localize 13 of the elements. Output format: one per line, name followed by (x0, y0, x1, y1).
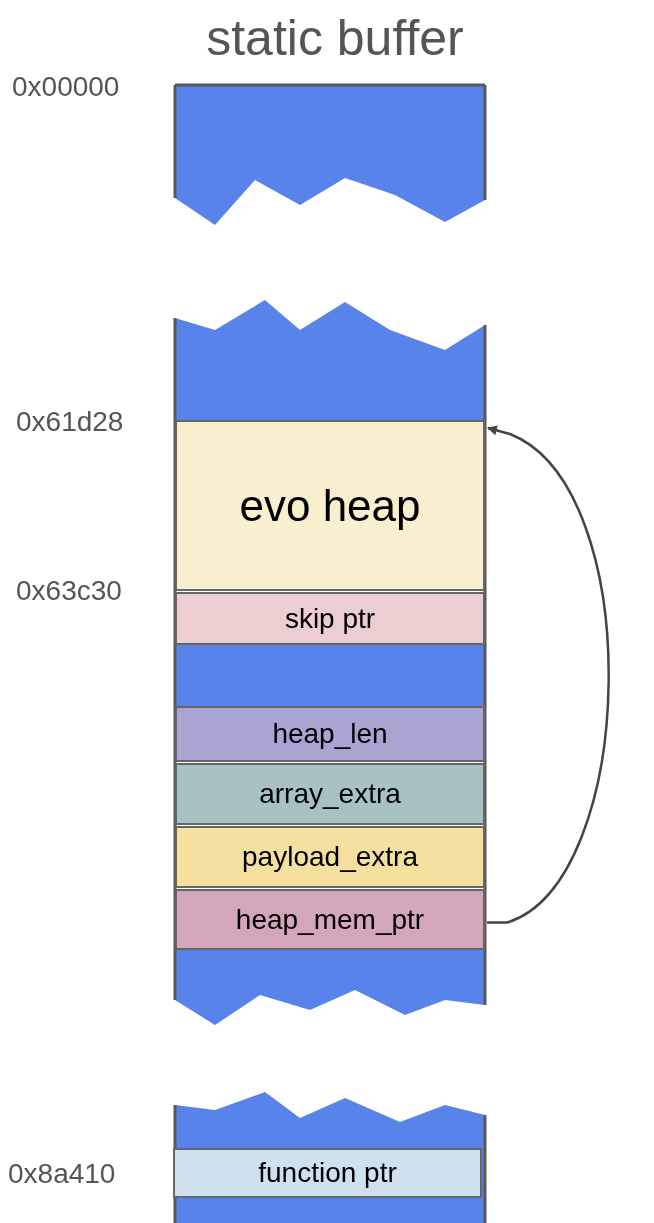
memory-block: skip ptr (175, 592, 485, 645)
memory-block: evo heap (175, 420, 485, 591)
address-label: 0x00000 (12, 70, 120, 104)
memory-block: payload_extra (175, 826, 485, 888)
address-label: 0x63c30 (16, 574, 122, 608)
curved-arrow (487, 425, 610, 924)
memory-block: heap_mem_ptr (175, 889, 485, 950)
address-label: 0x61d28 (16, 405, 124, 439)
address-label: 0x8a410 (8, 1157, 116, 1191)
memory-block: array_extra (175, 763, 485, 825)
memory-block: function ptr (173, 1148, 482, 1198)
title: static buffer (205, 9, 465, 68)
memory-block: heap_len (175, 706, 485, 762)
